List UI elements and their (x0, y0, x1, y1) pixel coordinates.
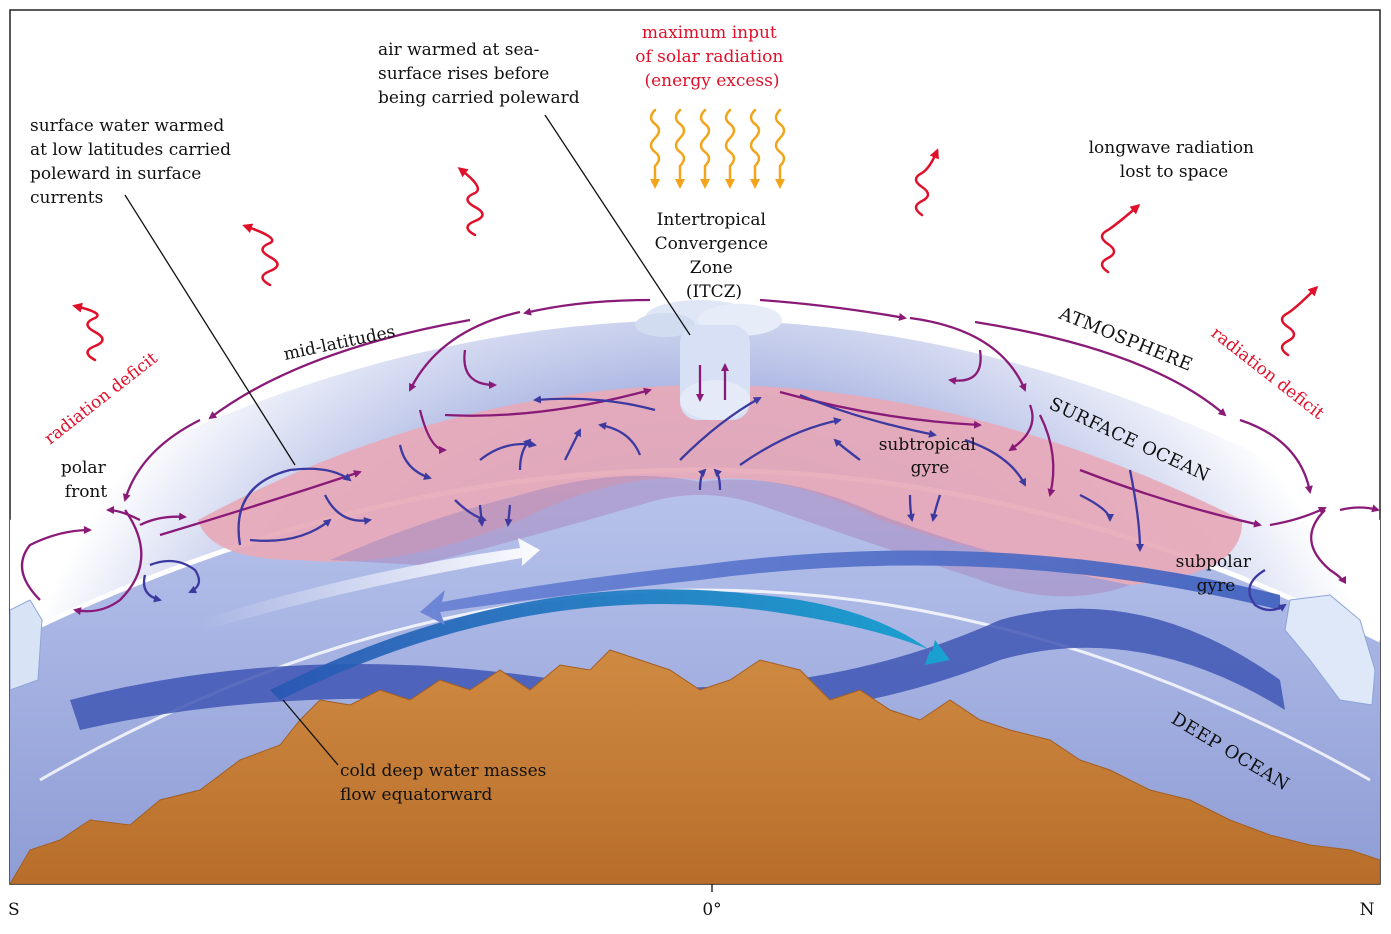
cold-deep-water-line: cold deep water masses (340, 761, 546, 781)
intermediate-water-arrow (420, 550, 1280, 625)
cold-deep-water-label: cold deep water masses flow equatorward (340, 761, 552, 805)
surface-water-line: poleward in surface (30, 164, 201, 184)
itcz-line: (ITCZ) (686, 282, 742, 302)
solar-radiation-arrows (649, 108, 786, 189)
subtropical-gyre-line: subtropical (879, 435, 976, 455)
leader-line-surface-water (124, 194, 296, 466)
itcz-line: Convergence (655, 234, 768, 254)
surface-water-label: surface water warmed at low latitudes ca… (30, 116, 236, 208)
subpolar-gyre-line: gyre (1197, 576, 1236, 596)
longwave-arrow (914, 148, 939, 217)
air-warmed-line: air warmed at sea- (378, 40, 539, 60)
air-warmed-line: surface rises before (378, 64, 549, 84)
longwave-arrow (1280, 285, 1319, 357)
subpolar-gyre-line: subpolar (1176, 552, 1252, 572)
surface-gyre-arrows (142, 393, 1287, 612)
longwave-arrow (1100, 204, 1141, 274)
atmospheric-circulation-arrows (20, 298, 1380, 616)
surface-warm-water-arrow (200, 538, 540, 630)
subpolar-gyre-label: subpolar gyre (1176, 552, 1257, 596)
longwave-arrow (457, 167, 484, 237)
itcz-label: Intertropical Convergence Zone (ITCZ) (655, 210, 774, 302)
cold-deep-water-line: flow equatorward (340, 785, 493, 805)
maximum-input-line: of solar radiation (635, 47, 783, 67)
longwave-radiation-arrows (72, 148, 1319, 362)
axis-label-south: S (8, 900, 20, 920)
surface-water-line: currents (30, 188, 103, 208)
axis-label-north: N (1360, 900, 1375, 920)
maximum-input-label: maximum input of solar radiation (energy… (635, 23, 789, 91)
leader-line-cold-deep-water (282, 699, 339, 766)
itcz-line: Intertropical (657, 210, 766, 230)
deep-water-flow-band (70, 608, 1285, 730)
maximum-input-line: maximum input (642, 23, 777, 43)
maximum-input-line: (energy excess) (644, 71, 779, 91)
longwave-line: longwave radiation (1089, 138, 1254, 158)
longwave-line: lost to space (1120, 162, 1228, 182)
leader-line-air-warmed (544, 114, 691, 336)
surface-water-line: at low latitudes carried (30, 140, 231, 160)
air-warmed-line: being carried poleward (378, 88, 580, 108)
polar-front-line: polar (61, 458, 107, 478)
longwave-arrow (242, 223, 279, 287)
continental-crust (10, 649, 1380, 884)
itcz-line: Zone (690, 258, 733, 278)
subsurface-mixing-zone (330, 475, 1130, 597)
polar-front-line: front (65, 482, 108, 502)
surface-water-line: surface water warmed (30, 116, 224, 136)
longwave-label: longwave radiation lost to space (1089, 138, 1260, 182)
sea-ice-south (10, 599, 43, 691)
longwave-arrow (72, 302, 104, 362)
air-warmed-label: air warmed at sea- surface rises before … (378, 40, 580, 108)
subtropical-gyre-line: gyre (911, 458, 950, 478)
deep-water-equatorward-arrow (270, 589, 950, 700)
axis-label-equator: 0° (702, 900, 721, 920)
subtropical-gyre-label: subtropical gyre (879, 435, 982, 478)
polar-front-label: polar front (61, 458, 111, 502)
leader-lines (124, 114, 691, 766)
sea-ice-north (1284, 594, 1376, 706)
